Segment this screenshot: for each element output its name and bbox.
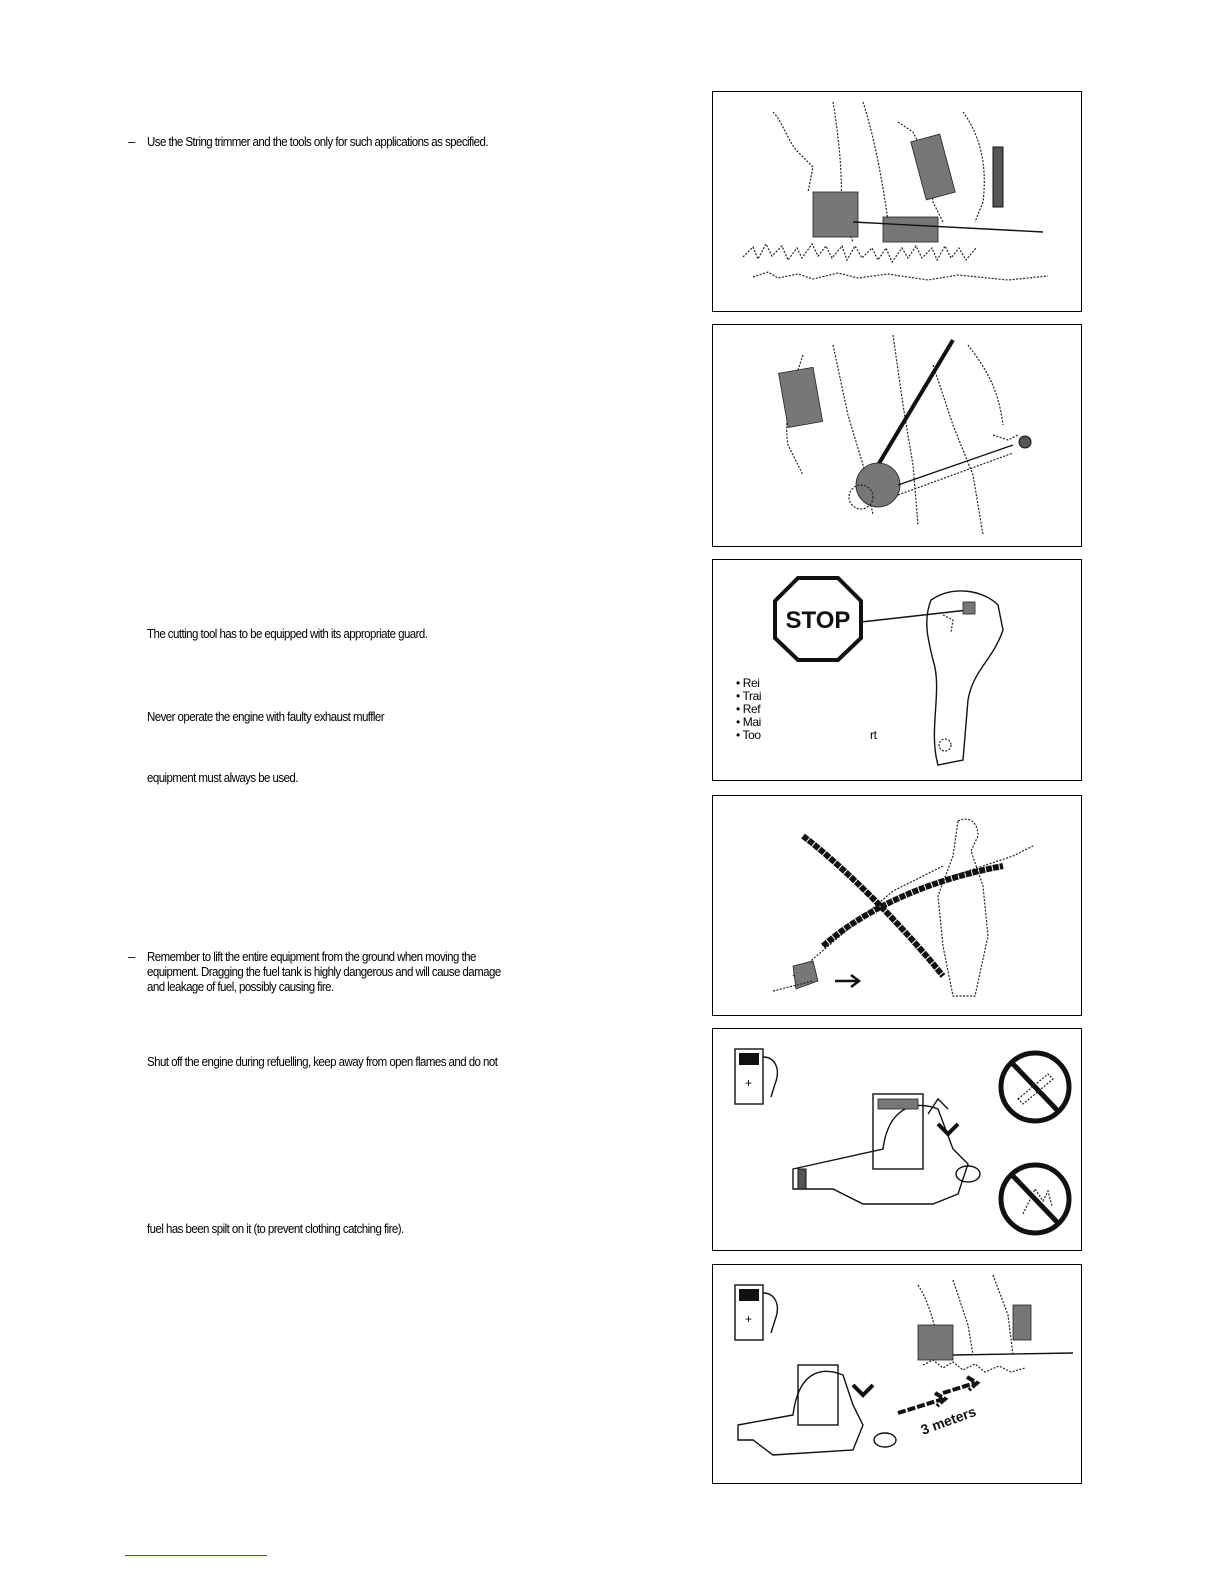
fuel-pump-icon [734, 1048, 764, 1105]
figure-stop-switch: STOP • Rei • Trai • Ref • Mai • Too rt [712, 559, 1082, 781]
stop-list-item: • Rei [736, 676, 760, 690]
page-footer-line [125, 1555, 267, 1556]
instruction-text: and leakage of fuel, possibly causing fi… [147, 980, 334, 994]
instruction-text: Remember to lift the entire equipment fr… [147, 950, 476, 964]
stop-list-item: • Too [736, 728, 761, 742]
svg-text:+: + [745, 1312, 752, 1326]
stop-list-item: • Trai [736, 689, 762, 703]
start-distance-illustration: + 3 meters [734, 1274, 1074, 1456]
distance-label: 3 meters [919, 1403, 979, 1438]
figure-no-dragging [712, 795, 1082, 1016]
refuelling-illustration: + [734, 1048, 1072, 1236]
instruction-text: fuel has been spilt on it (to prevent cl… [147, 1222, 404, 1236]
instruction-text: Use the String trimmer and the tools onl… [147, 135, 489, 149]
stop-switch-illustration: STOP [773, 576, 1004, 780]
figure-trimmer-use [712, 91, 1082, 312]
stop-sign-label: STOP [786, 607, 851, 634]
stop-list-tail: rt [870, 728, 877, 742]
stop-list-item: • Mai [736, 715, 761, 729]
figure-harness [712, 324, 1082, 547]
bullet-dash: – [128, 134, 136, 149]
instruction-text: The cutting tool has to be equipped with… [147, 627, 428, 641]
trimmer-use-illustration [742, 101, 1049, 281]
instruction-text: Shut off the engine during refuelling, k… [147, 1055, 498, 1069]
figure-refuelling: + [712, 1028, 1082, 1251]
instruction-text: equipment. Dragging the fuel tank is hig… [147, 965, 501, 979]
svg-text:+: + [745, 1076, 752, 1090]
figure-start-distance: + 3 meters [712, 1264, 1082, 1484]
no-dragging-illustration [772, 818, 1034, 997]
bullet-dash: – [128, 949, 136, 964]
instruction-text: Never operate the engine with faulty exh… [147, 710, 385, 724]
harness-illustration [778, 334, 1032, 536]
stop-list-item: • Ref [736, 702, 761, 716]
fuel-pump-icon [734, 1284, 764, 1341]
instruction-text: equipment must always be used. [147, 771, 298, 785]
